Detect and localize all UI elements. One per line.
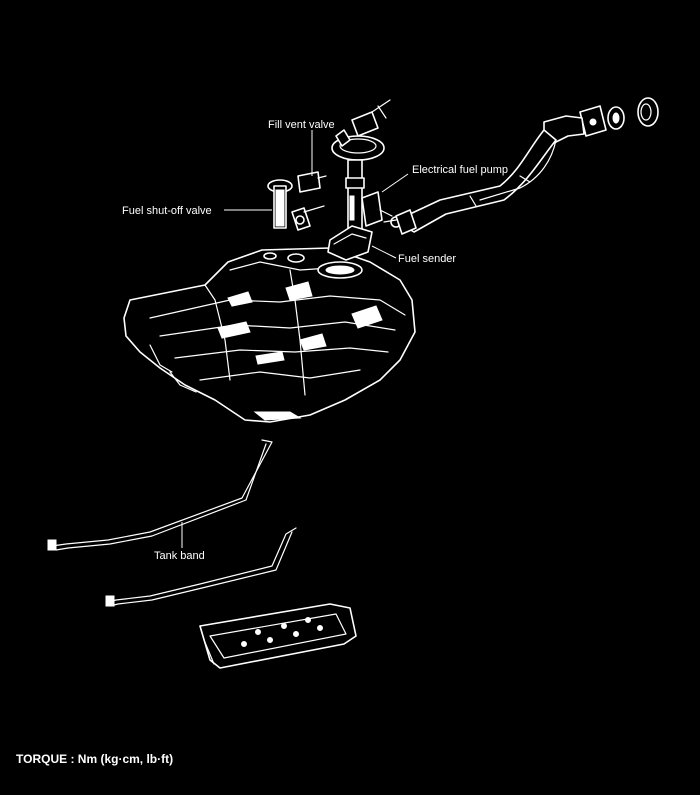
- fuel-tank: [123, 247, 416, 423]
- label-fuel-sender: Fuel sender: [398, 253, 457, 265]
- torque-prefix: TORQUE :: [16, 752, 75, 766]
- torque-footer: TORQUE : Nm (kg·cm, lb·ft): [16, 752, 173, 766]
- fill-vent-valve: [297, 171, 327, 193]
- torque-units: Nm (kg·cm, lb·ft): [77, 752, 174, 766]
- fuel-shutoff-valve: [267, 179, 325, 231]
- leader-electrical-fuel-pump: [381, 173, 409, 193]
- fuel-filler-neck: [383, 97, 659, 235]
- fuel-pump-module: [327, 99, 402, 261]
- tank-band-upper: [47, 439, 273, 551]
- tank-band-lower: [105, 527, 297, 607]
- label-fill-vent-valve: Fill vent valve: [268, 119, 335, 131]
- leader-fuel-sender: [371, 245, 397, 259]
- label-fuel-shutoff-valve: Fuel shut-off valve: [122, 205, 212, 217]
- label-electrical-fuel-pump: Electrical fuel pump: [412, 164, 508, 176]
- label-tank-band: Tank band: [154, 550, 205, 562]
- leader-lines: [181, 130, 409, 548]
- heat-protector: [199, 603, 357, 669]
